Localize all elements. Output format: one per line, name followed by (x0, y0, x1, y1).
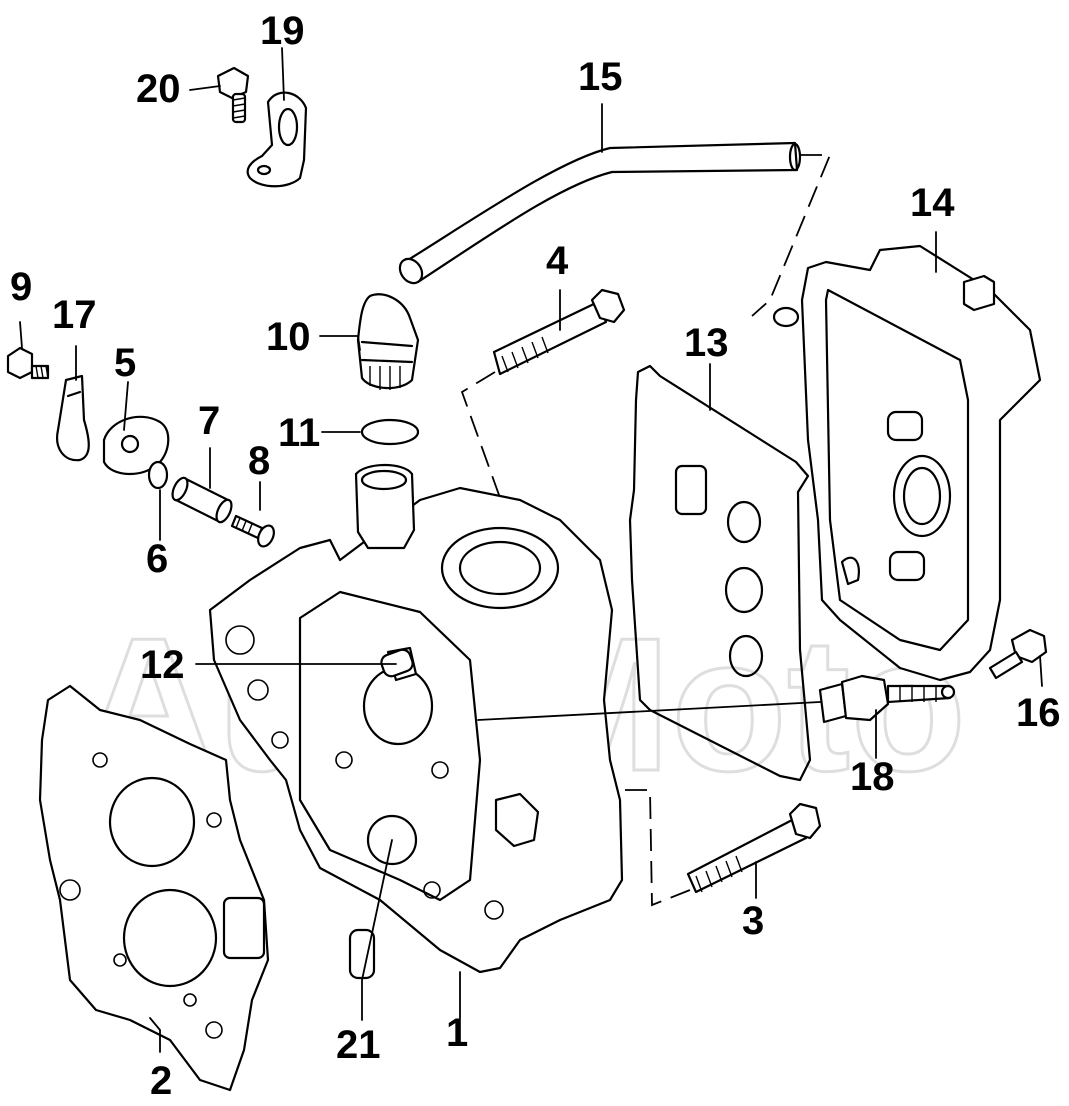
cap-o-ring (360, 418, 420, 446)
callout-17: 17 (52, 293, 97, 337)
callout-21: 21 (336, 1023, 381, 1067)
filler-cap (356, 293, 420, 390)
head-gasket (38, 684, 270, 1092)
long-bolt-upper (492, 288, 626, 376)
callout-14: 14 (910, 181, 955, 225)
spark-plug (818, 674, 956, 724)
clip (56, 374, 90, 462)
callout-19: 19 (260, 9, 305, 53)
callout-6: 6 (146, 537, 168, 581)
callout-12: 12 (140, 643, 185, 687)
leader-lines (19, 47, 1043, 1053)
callout-9: 9 (10, 265, 32, 309)
hose (398, 141, 802, 285)
callout-7: 7 (198, 399, 220, 443)
long-bolt-lower (686, 802, 822, 894)
screw (230, 514, 275, 548)
small-o-ring (147, 460, 169, 490)
callout-16: 16 (1016, 691, 1061, 735)
callout-13: 13 (684, 321, 729, 365)
mounting-bracket (246, 91, 308, 188)
small-bolt (6, 346, 50, 380)
callout-15: 15 (578, 55, 623, 99)
callout-3: 3 (742, 899, 764, 943)
assembly-guide-lines (460, 154, 832, 907)
cover-bolt (988, 628, 1048, 680)
dowel-pin-upper (380, 648, 414, 678)
callout-20: 20 (136, 67, 181, 111)
callout-18: 18 (850, 755, 895, 799)
callout-2: 2 (150, 1059, 172, 1103)
sleeve (171, 476, 233, 524)
callout-8: 8 (248, 439, 270, 483)
callout-1: 1 (446, 1011, 468, 1055)
callout-labels: 1 2 3 4 5 6 7 8 9 10 11 12 13 14 15 16 1… (10, 9, 1061, 1103)
callout-11: 11 (278, 411, 320, 455)
cylinder-head-cover (772, 244, 1042, 682)
callout-10: 10 (266, 315, 311, 359)
callout-4: 4 (546, 239, 569, 283)
grommet (102, 415, 170, 475)
bracket-bolt (216, 66, 250, 124)
cover-gasket (628, 364, 812, 782)
callout-5: 5 (114, 341, 136, 385)
